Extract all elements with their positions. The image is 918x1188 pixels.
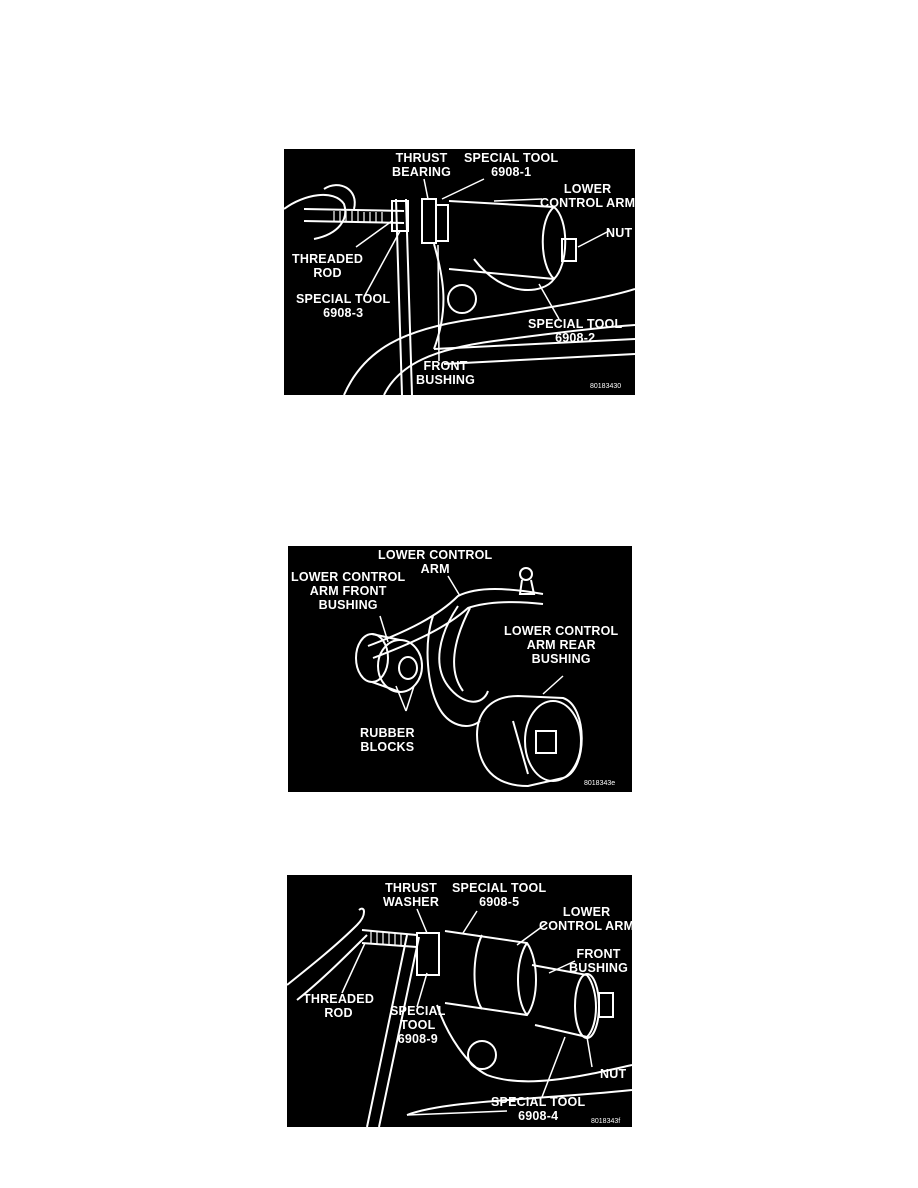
label-lower-control-arm-front-bushing: LOWER CONTROL ARM FRONT BUSHING <box>291 570 406 612</box>
label-lower-control-arm: LOWER CONTROL ARM <box>540 182 635 210</box>
figure-1: THRUST BEARING SPECIAL TOOL 6908-1 LOWER… <box>284 149 635 395</box>
figure-code: 8018343f <box>591 1118 621 1125</box>
label-threaded-rod: THREADED ROD <box>303 992 375 1020</box>
label-front-bushing: FRONT BUSHING <box>569 947 629 975</box>
label-special-tool-6908-5: SPECIAL TOOL 6908-5 <box>452 881 547 909</box>
figure-2: LOWER CONTROL ARM LOWER CONTROL ARM FRON… <box>288 546 632 792</box>
label-special-tool-6908-2: SPECIAL TOOL 6908-2 <box>528 317 623 345</box>
label-lower-control-arm: LOWER CONTROL ARM <box>539 905 632 933</box>
figure-code: 8018343e <box>584 780 616 787</box>
figure-code: 80183430 <box>590 383 622 390</box>
label-front-bushing: FRONT BUSHING <box>416 359 476 387</box>
label-nut: NUT <box>600 1067 627 1081</box>
figure-2-illustration <box>355 567 583 788</box>
label-rubber-blocks: RUBBER BLOCKS <box>360 726 415 754</box>
label-thrust-washer: THRUST WASHER <box>383 881 440 909</box>
label-special-tool-6908-9: SPECIAL TOOL 6908-9 <box>390 1004 446 1046</box>
label-special-tool-6908-1: SPECIAL TOOL 6908-1 <box>464 151 559 179</box>
label-threaded-rod: THREADED ROD <box>292 252 364 280</box>
label-lower-control-arm-rear-bushing: LOWER CONTROL ARM REAR BUSHING <box>504 624 619 666</box>
label-special-tool-6908-3: SPECIAL TOOL 6908-3 <box>296 292 391 320</box>
label-lower-control-arm: LOWER CONTROL ARM <box>378 548 493 576</box>
label-nut: NUT <box>606 226 633 240</box>
figure-3-illustration <box>287 907 632 1127</box>
label-thrust-bearing: THRUST BEARING <box>392 151 452 179</box>
figure-3: THRUST WASHER SPECIAL TOOL 6908-5 LOWER … <box>287 875 632 1127</box>
label-special-tool-6908-4: SPECIAL TOOL 6908-4 <box>491 1095 586 1123</box>
figure-1-illustration <box>284 178 635 395</box>
